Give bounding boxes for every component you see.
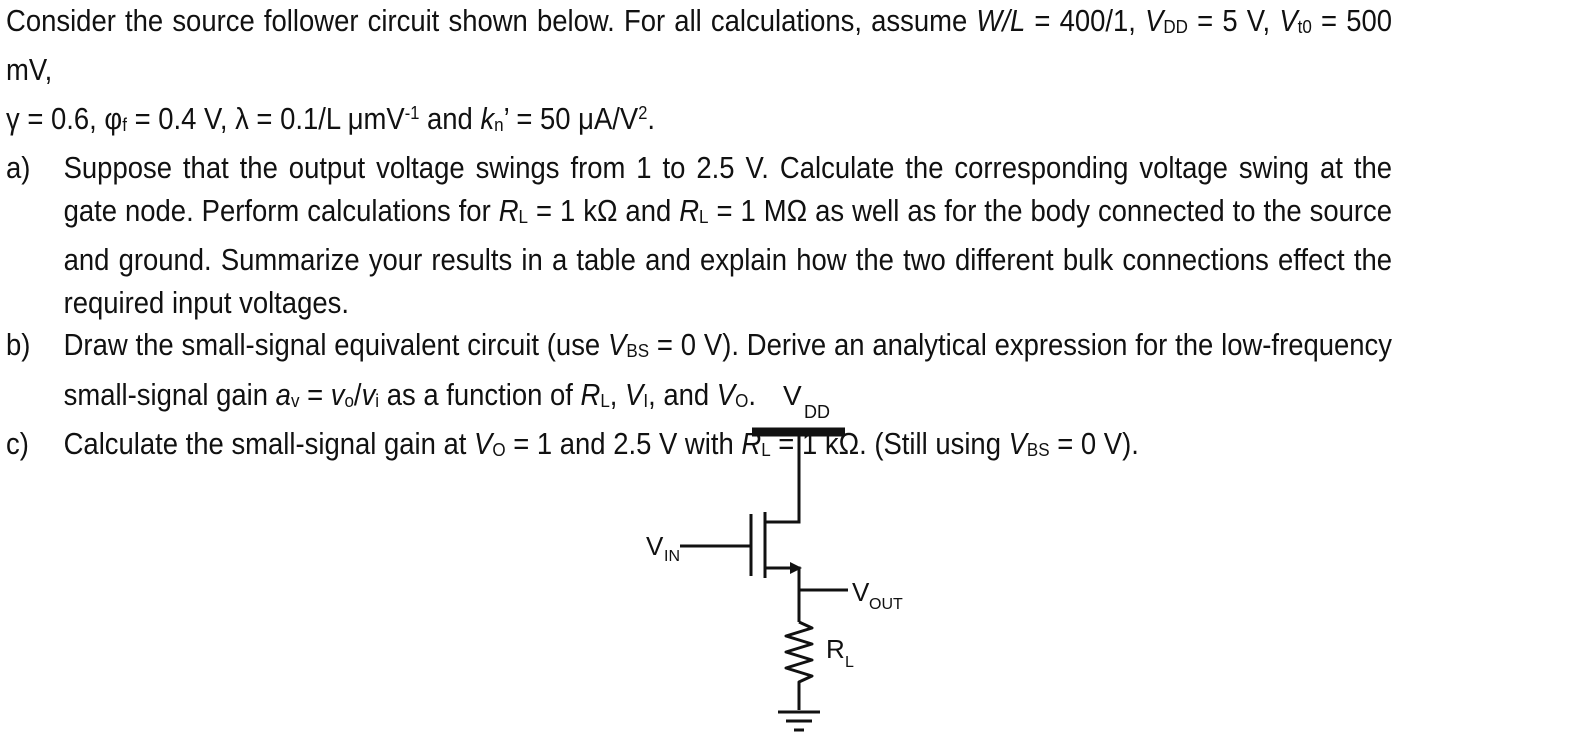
rl-symbol: R (580, 377, 601, 412)
vdd-label-sub: DD (804, 402, 830, 422)
part-c-text: = 1 and 2.5 V with (505, 427, 742, 462)
vo-symbol: v (330, 377, 345, 412)
part-a: a) Suppose that the output voltage swings… (6, 147, 1392, 324)
kn-superscript: 2 (638, 101, 648, 123)
rl-symbol: R (679, 193, 700, 228)
vi-cap-subscript: I (643, 390, 649, 412)
part-b-text: / (353, 377, 362, 412)
source-wire (765, 566, 801, 622)
part-c: c)Calculate the small-signal gain at VO … (6, 423, 1392, 472)
part-b-text: Draw the small-signal equivalent circuit… (63, 328, 609, 363)
vin-label: V (646, 531, 664, 561)
kn-subscript: n (494, 114, 504, 136)
vi-subscript: i (375, 390, 380, 412)
part-a-label: a) (6, 151, 31, 186)
intro-text: = 500 mV, (6, 4, 1392, 88)
vin-label-sub: IN (664, 548, 680, 565)
intro-text: Consider the source follower circuit sho… (6, 4, 977, 38)
part-b-label: b) (6, 328, 31, 363)
av-subscript: v (290, 390, 300, 412)
phi-subscript: f (122, 114, 127, 136)
load-resistor (784, 620, 814, 710)
vi-cap-symbol: V (625, 377, 644, 412)
rl-subscript: L (699, 206, 709, 228)
rl-subscript: L (761, 439, 771, 461)
intro-text: = 0.4 V, λ = 0.1/L μmV (126, 101, 405, 136)
kn-symbol: k (480, 101, 495, 136)
intro-text: . (647, 101, 656, 136)
part-a-text: Suppose that the output voltage swings f… (63, 151, 1393, 228)
vo-cap-symbol: V (716, 377, 736, 412)
intro-text: = 5 V, (1187, 4, 1280, 38)
av-symbol: a (275, 377, 291, 412)
part-c-text: = 0 V). (1049, 427, 1139, 462)
source-arrow-icon (790, 562, 802, 574)
part-c-text: Calculate the small-signal gain at (63, 427, 475, 462)
intro-text: and (419, 101, 481, 136)
vdd-label: V (783, 380, 802, 411)
vo-cap-symbol: V (474, 427, 493, 462)
vdd-subscript: DD (1163, 16, 1188, 38)
part-b-text: as a function of (379, 377, 581, 412)
problem-intro: Consider the source follower circuit sho… (6, 0, 1392, 147)
lambda-superscript: -1 (404, 101, 420, 123)
vo-cap-subscript: O (492, 439, 506, 461)
rl-symbol: R (498, 193, 519, 228)
part-b-text: . (748, 377, 756, 412)
problem-statement: Consider the source follower circuit sho… (6, 0, 1392, 472)
part-b-text: = 0 V). Derive an analytical expression … (63, 328, 1392, 412)
part-b: b) Draw the small-signal equivalent circu… (6, 324, 1392, 423)
wl-symbol: W/L (976, 4, 1026, 38)
vout-label-sub: OUT (869, 596, 903, 613)
vbs-symbol: V (608, 328, 627, 363)
vout-label: V (852, 577, 870, 607)
vbs-symbol: V (1008, 427, 1027, 462)
intro-text: = 400/1, (1025, 4, 1146, 38)
vt0-subscript: t0 (1297, 16, 1312, 38)
rl-label-sub: L (845, 654, 854, 671)
part-b-text: , and (648, 377, 717, 412)
rl-subscript: L (518, 206, 528, 228)
vbs-subscript: BS (1026, 439, 1050, 461)
part-a-text: = 1 MΩ as well as for the body connected… (63, 193, 1393, 320)
part-a-text: = 1 kΩ and (527, 193, 680, 228)
vi-symbol: v (361, 377, 376, 412)
part-c-label: c) (6, 427, 29, 462)
rl-label: R (826, 634, 845, 664)
vo-subscript: o (344, 390, 354, 412)
drain-wire (765, 436, 801, 524)
part-b-text: = (299, 377, 331, 412)
vt0-symbol: V (1279, 4, 1298, 38)
vbs-subscript: BS (626, 341, 650, 363)
intro-text: ’ = 50 μA/V (503, 101, 639, 136)
part-b-text: , (609, 377, 626, 412)
vdd-symbol: V (1145, 4, 1164, 38)
intro-text: γ = 0.6, φ (6, 101, 123, 136)
rl-subscript: L (600, 390, 610, 412)
vo-cap-subscript: O (735, 390, 749, 412)
